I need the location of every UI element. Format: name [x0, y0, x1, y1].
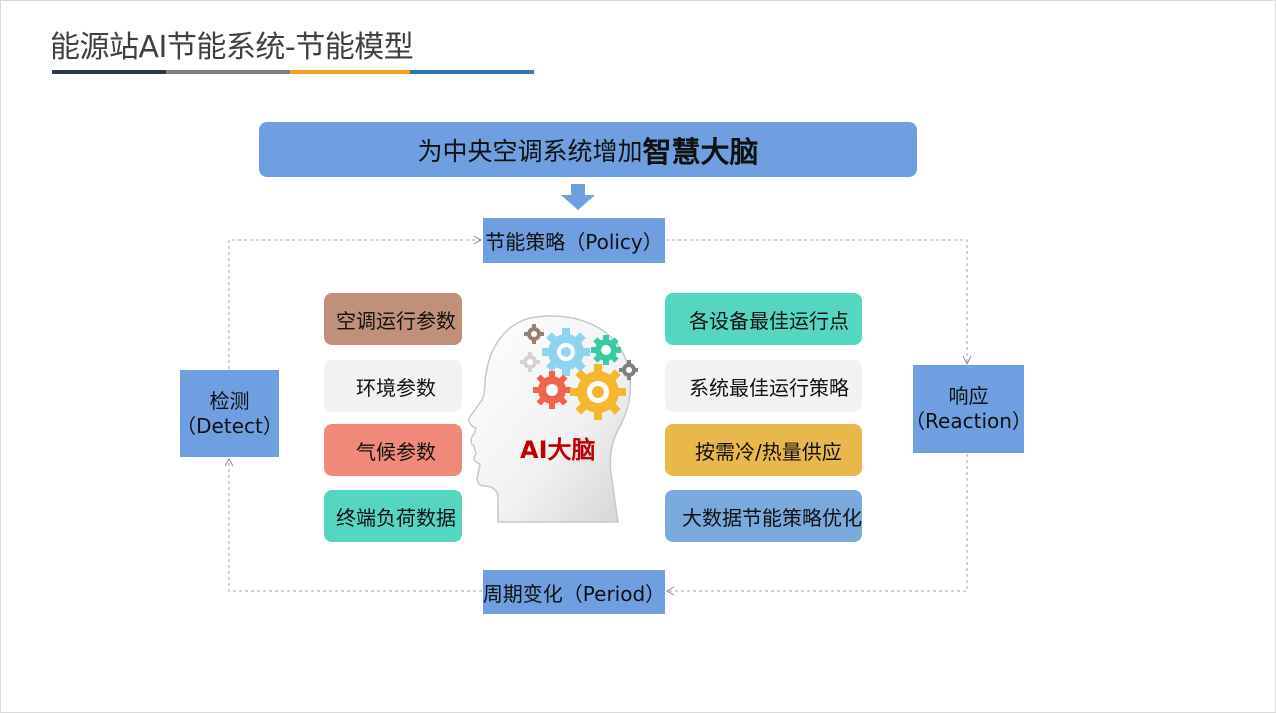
detect-label-en: （Detect） [176, 414, 283, 439]
reaction-box: 响应 （Reaction） [913, 365, 1024, 453]
input-pill-climate: 气候参数 [324, 424, 462, 476]
output-pill-on-demand-supply: 按需冷/热量供应 [665, 424, 862, 476]
reaction-label-en: （Reaction） [905, 409, 1032, 434]
input-pill-environment: 环境参数 [324, 360, 462, 412]
brain-head-icon [468, 312, 638, 524]
reaction-label: 响应 [949, 384, 989, 409]
output-pill-big-data-optimization: 大数据节能策略优化 [665, 490, 862, 542]
output-label: 大数据节能策略优化 [682, 502, 862, 531]
input-label: 气候参数 [356, 436, 436, 465]
input-label: 终端负荷数据 [336, 502, 456, 531]
input-label: 空调运行参数 [336, 305, 456, 334]
output-pill-optimal-strategy: 系统最佳运行策略 [665, 360, 862, 412]
policy-box: 节能策略（Policy） [483, 218, 665, 263]
input-pill-ac-params: 空调运行参数 [324, 293, 462, 345]
output-label: 各设备最佳运行点 [689, 305, 849, 334]
input-pill-terminal-load: 终端负荷数据 [324, 490, 462, 542]
detect-box: 检测 （Detect） [180, 370, 279, 457]
period-box: 周期变化（Period） [483, 570, 665, 614]
detect-label: 检测 [210, 389, 250, 414]
input-label: 环境参数 [356, 372, 436, 401]
output-label: 按需冷/热量供应 [695, 436, 842, 465]
ai-brain-label: AI大脑 [520, 430, 596, 465]
output-pill-optimal-point: 各设备最佳运行点 [665, 293, 862, 345]
output-label: 系统最佳运行策略 [689, 372, 849, 401]
